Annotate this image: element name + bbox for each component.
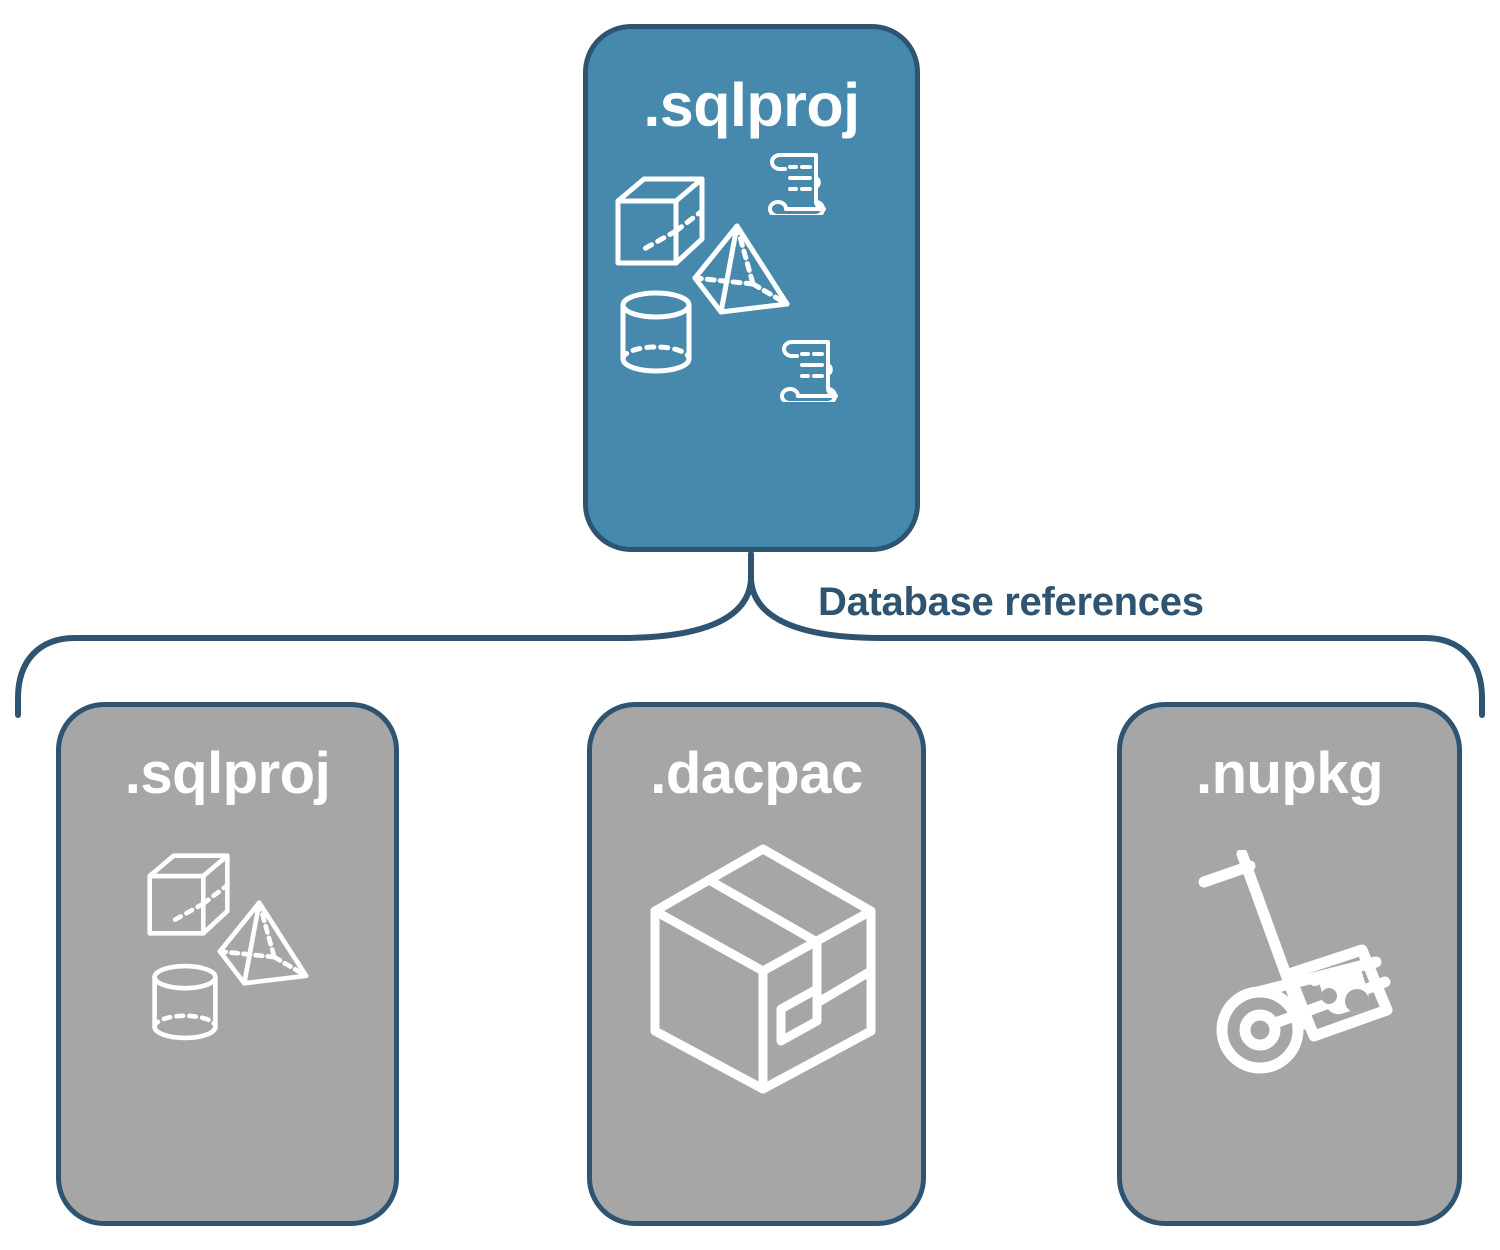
hand-truck-icon [1198, 850, 1393, 1074]
node-card-ref-sqlproj[interactable]: .sqlproj [56, 702, 399, 1226]
pyramid-icon [217, 900, 309, 986]
cube-icon [147, 853, 230, 936]
node-card-root-sqlproj[interactable]: .sqlproj [583, 24, 920, 552]
relationship-label: Database references [818, 580, 1204, 624]
scroll-icon [780, 340, 838, 402]
node-label: .sqlproj [124, 741, 331, 806]
cylinder-icon [620, 290, 692, 374]
cube-icon [615, 176, 705, 266]
brace-left-arm [15, 577, 754, 718]
node-label: .nupkg [1195, 741, 1384, 806]
package-box-icon [650, 844, 876, 1094]
root-icon-group [588, 136, 915, 547]
node-card-ref-nupkg[interactable]: .nupkg [1117, 702, 1462, 1226]
ref-nupkg-icon-group [1122, 803, 1457, 1221]
ref-sqlproj-icon-group [61, 803, 394, 1221]
cylinder-icon [152, 963, 218, 1041]
pyramid-icon [692, 223, 790, 315]
node-label: .dacpac [650, 741, 863, 806]
scroll-icon [768, 153, 826, 215]
node-card-ref-dacpac[interactable]: .dacpac [587, 702, 926, 1226]
ref-dacpac-icon-group [592, 803, 921, 1221]
node-label: .sqlproj [643, 71, 860, 139]
